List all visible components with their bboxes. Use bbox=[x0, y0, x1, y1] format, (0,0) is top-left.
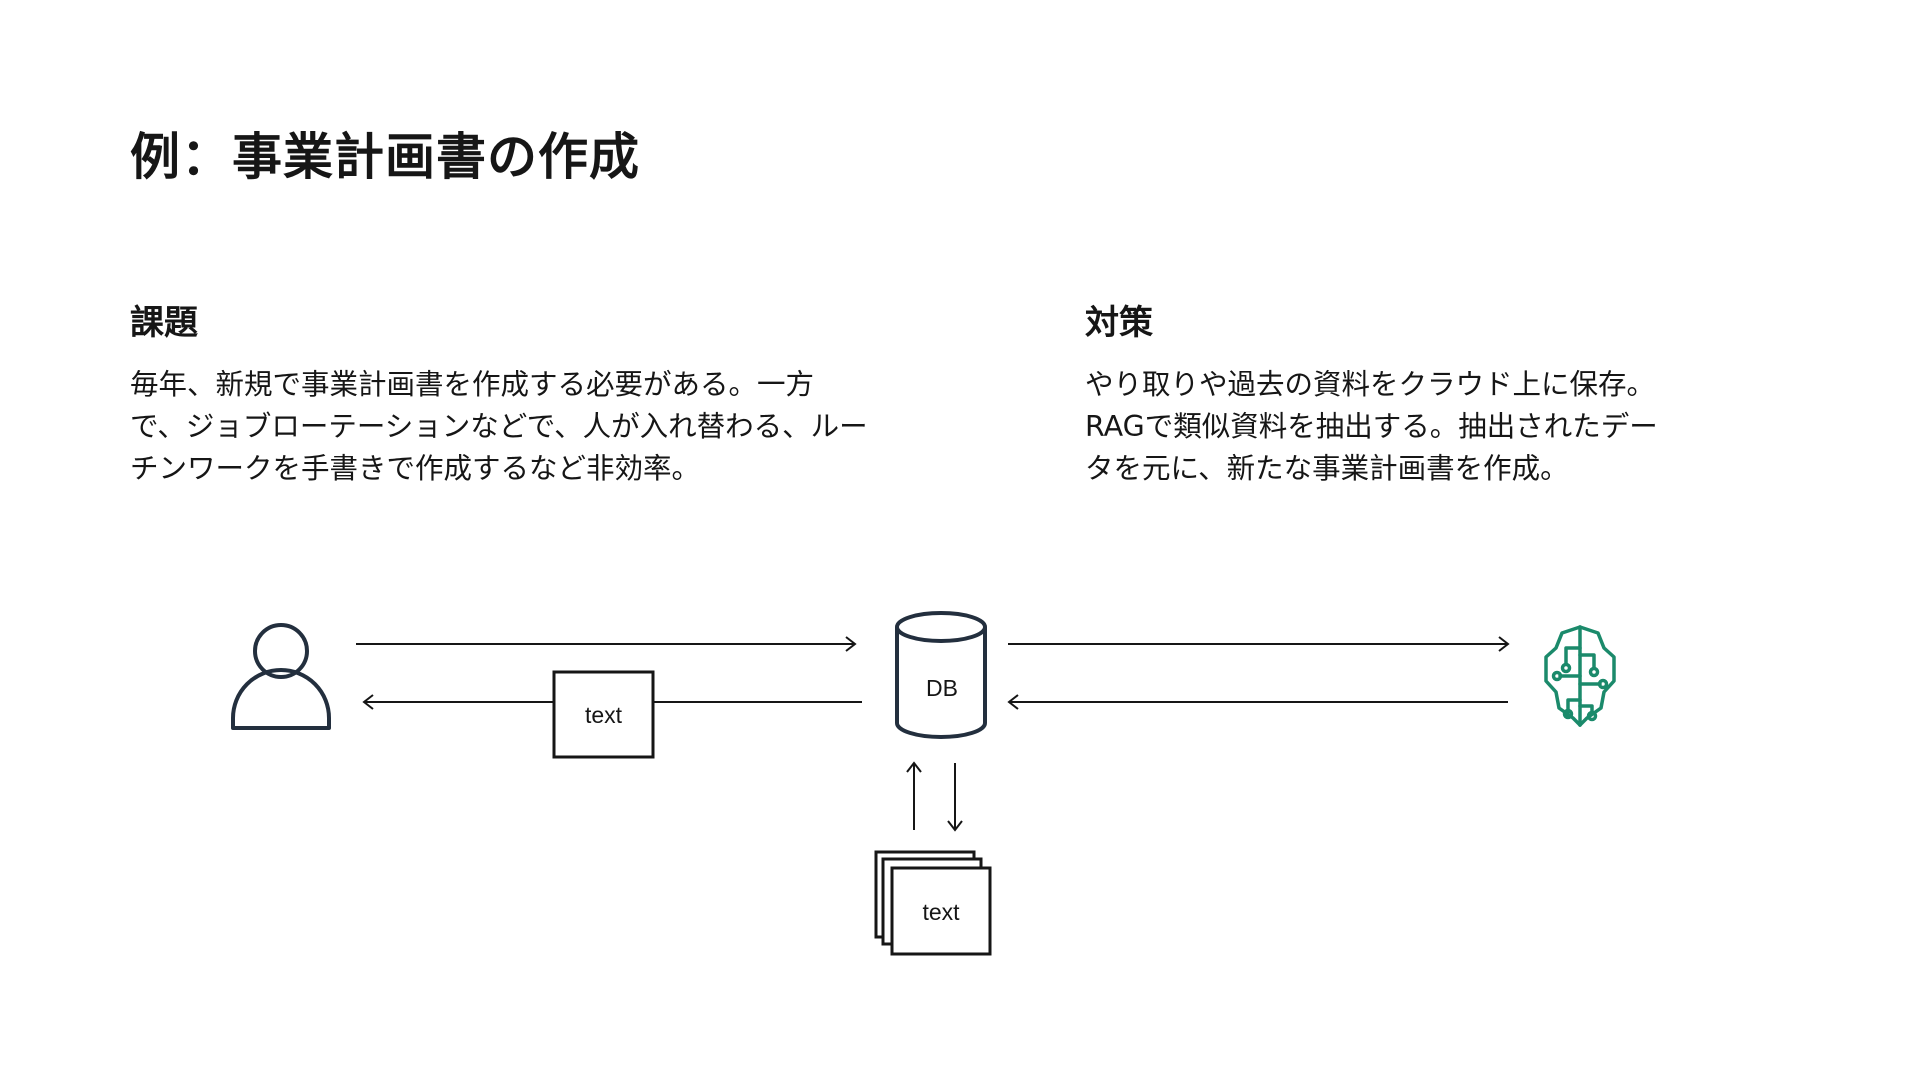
arrow-docs-to-db bbox=[906, 761, 922, 830]
solution-line: やり取りや過去の資料をクラウド上に保存。 bbox=[1085, 368, 1656, 401]
output-document-label: text bbox=[585, 702, 623, 728]
solution-text: やり取りや過去の資料をクラウド上に保存。 RAGで類似資料を抽出する。抽出された… bbox=[1085, 364, 1845, 490]
solution-heading: 対策 bbox=[1085, 303, 1153, 343]
user-icon bbox=[231, 623, 331, 730]
database-label: DB bbox=[926, 675, 958, 701]
problem-line: チンワークを手書きで作成するなど非効率。 bbox=[130, 452, 701, 485]
solution-line: RAGで類似資料を抽出する。抽出されたデー bbox=[1085, 410, 1658, 443]
output-document: text bbox=[552, 670, 655, 759]
stored-documents: text bbox=[874, 850, 992, 956]
arrow-user-to-db bbox=[356, 636, 857, 652]
ai-brain-icon bbox=[1544, 625, 1616, 727]
arrow-db-to-ai bbox=[1008, 636, 1510, 652]
problem-heading: 課題 bbox=[130, 303, 198, 343]
arrow-db-to-docs bbox=[947, 763, 963, 832]
stored-documents-label: text bbox=[922, 899, 960, 925]
solution-section: 対策 やり取りや過去の資料をクラウド上に保存。 RAGで類似資料を抽出する。抽出… bbox=[1085, 300, 1845, 490]
arrow-ai-to-db bbox=[1007, 694, 1508, 710]
problem-text: 毎年、新規で事業計画書を作成する必要がある。一方 で、ジョブローテーションなどで… bbox=[130, 364, 890, 490]
database-icon: DB bbox=[895, 611, 987, 739]
problem-section: 課題 毎年、新規で事業計画書を作成する必要がある。一方 で、ジョブローテーション… bbox=[130, 300, 890, 490]
page-title: 例：事業計画書の作成 bbox=[130, 128, 640, 186]
problem-line: で、ジョブローテーションなどで、人が入れ替わる、ルー bbox=[130, 410, 868, 443]
problem-line: 毎年、新規で事業計画書を作成する必要がある。一方 bbox=[130, 368, 815, 401]
solution-line: タを元に、新たな事業計画書を作成。 bbox=[1085, 452, 1569, 485]
